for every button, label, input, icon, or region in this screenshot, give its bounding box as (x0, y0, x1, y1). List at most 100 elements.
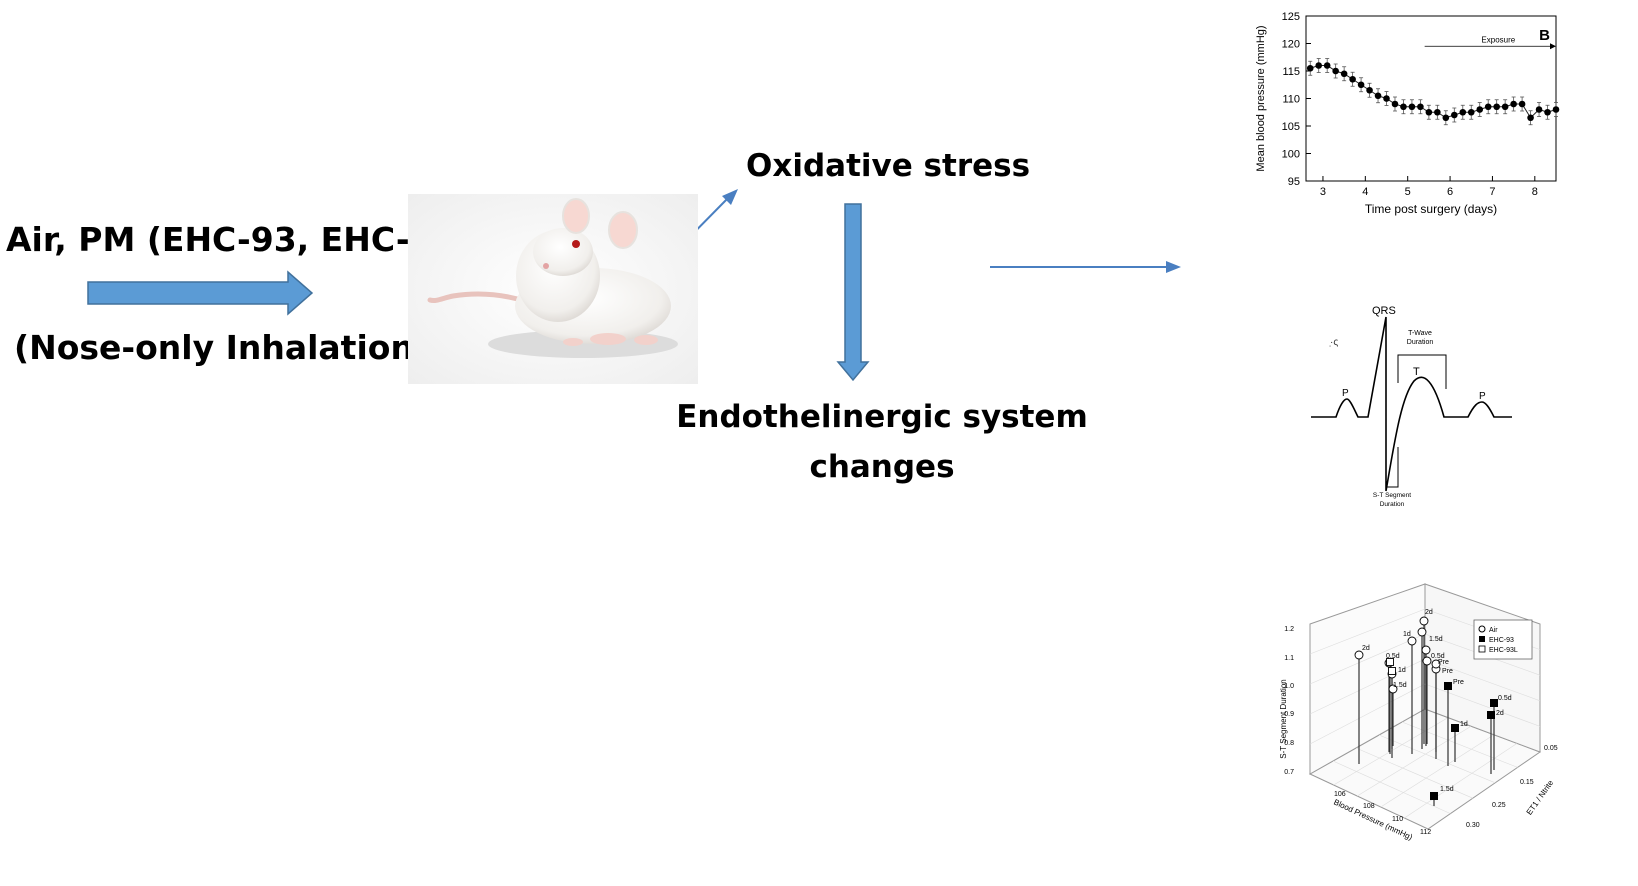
bp-ytick-label: 110 (1282, 94, 1300, 106)
plot3d-ztick-08: 0.8 (1284, 740, 1294, 747)
bp-data-point (1459, 108, 1467, 116)
plot3d-legend: Air EHC-93 EHC-93L (1473, 619, 1533, 660)
rat-eye (572, 240, 580, 248)
bp-data-point (1357, 81, 1365, 89)
bp-data-point (1493, 103, 1500, 111)
bp-data-point (1425, 108, 1433, 116)
bp-xtick-label: 4 (1362, 186, 1368, 198)
ecg-st-line1: S-T Segment (1373, 492, 1411, 499)
bp-data-point (1535, 106, 1543, 113)
plot3d-label-15d-c: 1.5d (1440, 786, 1454, 793)
bp-plot-frame (1305, 15, 1557, 182)
plot3d-z-axis-label: S-T Segment Duration (1279, 679, 1288, 758)
bp-data-point (1315, 62, 1323, 69)
legend-ehc93l-marker (1478, 645, 1486, 653)
rat-head (533, 228, 593, 276)
bp-ytick-label: 100 (1282, 149, 1300, 161)
plot3d-air-point (1354, 650, 1364, 660)
bp-xtick-label: 5 (1405, 186, 1411, 198)
bp-exposure-arrowhead (1550, 43, 1556, 50)
ecg-qrs-label: QRS (1372, 305, 1396, 317)
bp-data-point (1552, 106, 1560, 113)
bp-y-axis-label: Mean blood pressure (mmHg) (1255, 25, 1267, 171)
plot3d-air-point (1419, 616, 1429, 626)
rat-to-oxidative-arrowhead (722, 189, 738, 205)
bp-data-point (1544, 108, 1551, 116)
plot3d-air-point (1421, 645, 1431, 655)
plot3d-grid-line (1378, 734, 1496, 784)
bp-data-point (1408, 103, 1416, 111)
plot3d-label-15d-b: 1.5d (1393, 682, 1407, 689)
ecg-diagram: ·̣ς QRS P T P T-Wave Duration S-T Segmen… (1311, 305, 1512, 508)
bp-data-point (1383, 95, 1390, 102)
rat-tail (427, 291, 531, 305)
bp-data-point (1484, 103, 1492, 111)
exposure-block-arrow (87, 270, 314, 316)
bp-data-point (1510, 100, 1517, 108)
plot3d-label-2d-b: 2d (1425, 609, 1433, 616)
bp-ytick-label: 115 (1282, 66, 1300, 78)
plot3d-ehc93-point (1444, 682, 1452, 690)
plot3d-ztick-09: 0.9 (1284, 711, 1294, 718)
plot3d-xtick-106: 106 (1334, 791, 1346, 798)
inhalation-method-label: (Nose-only Inhalation) (14, 328, 430, 367)
bp-ytick-label: 125 (1282, 11, 1300, 23)
ecg-p-left-label: P (1342, 388, 1349, 399)
bp-data-point (1476, 106, 1484, 113)
t-wave-bracket (1397, 354, 1447, 389)
plot3d-label-pre-b: Pre (1442, 668, 1453, 675)
bp-ytick-label: 120 (1282, 39, 1300, 51)
ecg-t-label: T (1413, 366, 1420, 378)
plot3d-ehc93l-point (1386, 658, 1394, 666)
rat-ear-left (562, 198, 590, 234)
legend-air-label: Air (1489, 627, 1498, 634)
bp-data-point (1391, 100, 1399, 108)
plot3d-air-point (1388, 684, 1398, 694)
plot3d-label-pre-a: Pre (1438, 659, 1449, 666)
plot3d-air-point (1431, 659, 1441, 669)
legend-ehc93-label: EHC-93 (1489, 637, 1514, 644)
scatter-3d-plot: S-T Segment Duration Blood Pressure (mmH… (1279, 583, 1558, 842)
plot3d-grid-line (1404, 743, 1518, 819)
plot3d-grid-line (1380, 734, 1495, 808)
oxidative-stress-label: Oxidative stress (746, 148, 1031, 184)
plot3d-ehc93l-point (1388, 667, 1396, 675)
plot3d-air-point (1417, 627, 1427, 637)
oxidative-to-endothelin-arrow (836, 203, 870, 382)
bp-data-point (1349, 75, 1356, 83)
ecg-corner-mark: ·̣ς (1329, 337, 1338, 348)
endothelinergic-line1: Endothelinergic system (676, 399, 1088, 435)
bp-data-point (1442, 114, 1450, 122)
plot3d-label-1d-b: 1d (1398, 667, 1406, 674)
plot3d-air-point (1422, 656, 1432, 666)
plot3d-ytick-030: 0.30 (1466, 822, 1480, 829)
bp-data-point (1323, 62, 1331, 69)
bp-ytick-label: 105 (1282, 121, 1300, 133)
bp-exposure-label: Exposure (1481, 35, 1515, 44)
to-outcomes-arrowhead (1166, 261, 1181, 273)
bp-data-point (1451, 111, 1458, 119)
plot3d-grid-line (1355, 747, 1473, 799)
plot3d-label-05d-a: 0.5d (1386, 653, 1400, 660)
plot3d-grid-line (1424, 683, 1541, 727)
plot3d-ztick-11: 1.1 (1284, 655, 1294, 662)
plot3d-label-1d-c: 1d (1460, 721, 1468, 728)
plot3d-ytick-015: 0.15 (1520, 779, 1534, 786)
plot3d-ehc93-point (1451, 724, 1459, 732)
bp-data-point (1434, 108, 1441, 116)
plot3d-ztick-12: 1.2 (1284, 626, 1294, 633)
endothelinergic-label: Endothelinergic system changes (660, 392, 1104, 492)
bp-data-point (1340, 70, 1348, 78)
plot3d-grid-line (1309, 608, 1426, 655)
bp-data-point (1417, 103, 1424, 111)
plot3d-ztick-07: 0.7 (1284, 769, 1294, 776)
endothelinergic-line2: changes (809, 449, 955, 485)
st-segment-bracket (1385, 447, 1399, 488)
bp-data-point (1501, 103, 1509, 111)
plot3d-label-05d-c: 0.5d (1498, 695, 1512, 702)
rat-ear-right (608, 211, 638, 249)
plot3d-label-pre-c: Pre (1453, 679, 1464, 686)
bp-x-axis-label: Time post surgery (days) (1365, 202, 1497, 216)
